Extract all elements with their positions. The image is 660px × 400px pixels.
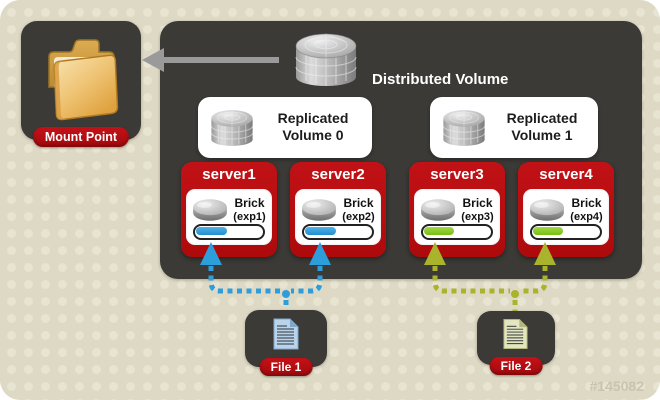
brick-usage-fill bbox=[305, 227, 337, 235]
server4-box: server4 Brick (exp4) bbox=[518, 162, 614, 257]
brick-panel: Brick (exp1) bbox=[186, 189, 272, 245]
brick-label: Brick (exp1) bbox=[233, 196, 266, 223]
cylinder-icon bbox=[442, 110, 486, 146]
document-icon bbox=[503, 319, 528, 349]
brick-label: Brick (exp3) bbox=[461, 196, 494, 223]
file1-box: File 1 bbox=[245, 310, 327, 376]
brick-panel: Brick (exp2) bbox=[295, 189, 381, 245]
file2-badge: File 2 bbox=[489, 357, 543, 375]
server3-box: server3 Brick (exp3) bbox=[409, 162, 505, 257]
brick-usage-fill bbox=[196, 227, 227, 235]
mount-point-box: Mount Point bbox=[21, 21, 141, 147]
cylinder-icon bbox=[210, 110, 254, 146]
brick-panel: Brick (exp4) bbox=[523, 189, 609, 245]
cylinder-icon bbox=[295, 33, 357, 86]
brick-usage-fill bbox=[533, 227, 563, 235]
brick-label: Brick (exp2) bbox=[342, 196, 375, 223]
brick-panel: Brick (exp3) bbox=[414, 189, 500, 245]
file2-box: File 2 bbox=[477, 311, 555, 375]
server2-box: server2 Brick (exp2) bbox=[290, 162, 386, 257]
file1-badge: File 1 bbox=[259, 358, 313, 376]
brick-usage-bar bbox=[530, 224, 602, 240]
server-name: server4 bbox=[539, 166, 593, 183]
brick-usage-fill bbox=[424, 227, 454, 235]
brick-usage-bar bbox=[302, 224, 374, 240]
disk-icon bbox=[193, 199, 227, 221]
distributed-volume-title: Distributed Volume bbox=[372, 71, 509, 88]
disk-icon bbox=[530, 199, 564, 221]
disk-icon bbox=[302, 199, 336, 221]
disk-icon bbox=[421, 199, 455, 221]
replicated-volume-1-title: Replicated Volume 1 bbox=[506, 109, 578, 144]
distributed-volume-box: Distributed Volume Replicated Volume 0 bbox=[160, 21, 642, 279]
replicated-volume-0-title: Replicated Volume 0 bbox=[277, 109, 349, 144]
server-name: server3 bbox=[430, 166, 484, 183]
server-name: server1 bbox=[202, 166, 256, 183]
replicated-volume-0-box: Replicated Volume 0 bbox=[198, 97, 372, 158]
brick-usage-bar bbox=[421, 224, 493, 240]
server-name: server2 bbox=[311, 166, 365, 183]
mount-point-badge: Mount Point bbox=[32, 127, 130, 147]
watermark-id: #145082 bbox=[589, 378, 644, 394]
brick-usage-bar bbox=[193, 224, 265, 240]
replicated-volume-1-box: Replicated Volume 1 bbox=[430, 97, 598, 158]
document-icon bbox=[273, 318, 299, 350]
server1-box: server1 Brick (exp1) bbox=[181, 162, 277, 257]
folder-icon bbox=[48, 39, 119, 121]
brick-label: Brick (exp4) bbox=[570, 196, 603, 223]
